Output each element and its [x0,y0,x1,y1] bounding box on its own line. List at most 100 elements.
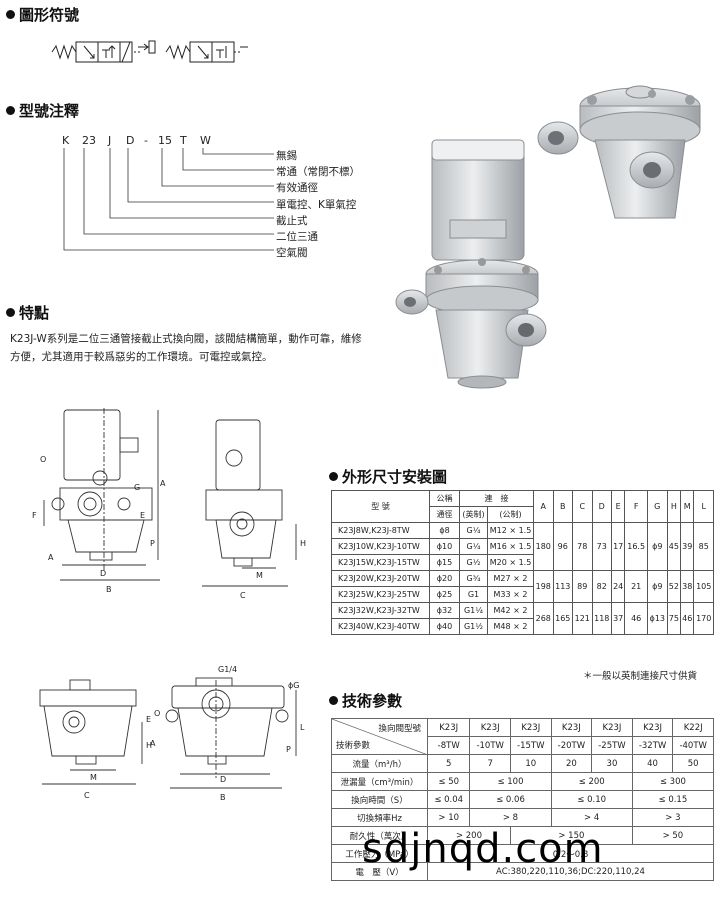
dimension-table: 型 號 公稱 連 接 A B C D E F G H M L 通徑 (英制) (… [331,490,714,635]
tech-model-cell: K23J [509,718,552,737]
dim-cell: 17 [610,522,626,571]
legend-item: 有效通徑 [276,182,318,195]
bullet-icon [6,106,15,115]
tech-cell: 30 [591,754,633,773]
dim-header-model: 型 號 [331,490,430,523]
svg-text:A: A [160,479,166,488]
dim-header-col: E [610,490,626,523]
svg-text:F: F [32,511,37,520]
dim-header-nominal-2: 通徑 [429,506,460,523]
dim-header-col: G [646,490,668,523]
bullet-icon [329,696,338,705]
table-row: 泄漏量（cm³/min） ≤ 50 ≤ 100 ≤ 200 ≤ 300 [331,772,715,791]
tech-cell: > 4 [550,808,633,827]
model-code-part: - [144,134,148,147]
dim-cell: M27 × 2 [487,570,534,587]
tech-model-cell: -32TW [631,736,674,755]
valve-symbol-diagram [51,40,248,63]
svg-text:O: O [40,455,46,464]
tech-model-cell: K23J [550,718,593,737]
dim-cell: ϕ25 [429,586,460,603]
dim-cell: G¹⁄₄ [459,538,488,555]
legend-item: 空氣閥 [276,247,308,260]
dim-cell-model: K23J32W,K23J-32TW [331,602,430,619]
legend-item: 二位三通 [276,231,318,244]
svg-text:B: B [106,585,112,594]
dim-cell: ϕ9 [646,570,668,603]
dim-cell: 21 [624,570,648,603]
dim-cell: 96 [552,522,573,571]
dim-cell: 38 [680,570,695,603]
tech-corner-top: 換向閥型號 [378,724,421,734]
tech-model-cell: -40TW [672,736,714,755]
dim-header-col: B [552,490,573,523]
dim-cell-model: K23J8W,K23J-8TW [331,522,430,539]
table-row: 換向時間（S） ≤ 0.04 ≤ 0.06 ≤ 0.10 ≤ 0.15 [331,790,715,809]
dim-cell: M33 × 2 [487,586,534,603]
dim-cell: ϕ32 [429,602,460,619]
table-row: 電 壓（V） AC:380,220,110,36;DC:220,110,24 [331,862,714,881]
dim-cell: ϕ9 [646,522,668,571]
tech-cell: 40 [631,754,674,773]
tech-model-cell: K23J [426,718,471,737]
dim-cell: ϕ20 [429,570,460,587]
tech-cell: ≤ 50 [426,772,471,791]
dim-cell: 46 [680,602,695,635]
svg-text:G: G [134,483,140,492]
section-title-text: 技術參數 [342,692,403,710]
section-title-install: 外形尺寸安裝圖 [329,466,447,487]
corner-diagonal [332,719,428,755]
dim-cell: 198 [533,570,554,603]
dim-cell: G¹⁄₂ [459,554,488,571]
legend-item: 截止式 [276,214,308,227]
model-code-part: K [62,134,70,147]
tech-cell: > 50 [631,826,715,845]
table-row: K23J8W,K23J-8TW ϕ8 G¹⁄₄ M12 × 1.5 180 96… [331,522,714,571]
dim-cell: M48 × 2 [487,618,534,635]
dim-cell: 39 [680,522,695,571]
svg-text:C: C [84,791,90,800]
model-code-part: 15 [158,134,172,147]
dim-cell: 165 [552,602,573,635]
svg-text:D: D [100,569,106,578]
tech-cell: ≤ 0.06 [469,790,552,809]
dim-header-col: F [624,490,648,523]
section-title-tech: 技術參數 [329,690,402,711]
svg-text:D: D [220,775,226,784]
tech-corner-cell: 換向閥型號 技術參數 [331,718,428,755]
tech-cell: > 10 [426,808,471,827]
tech-model-cell: -10TW [469,736,511,755]
dim-header-metric: (公制) [487,506,534,523]
svg-text:G1/4: G1/4 [218,665,237,674]
table-footnote: ＊一般以英制連接尺寸供貨 [583,671,698,682]
dim-cell: 16.5 [624,522,648,571]
tech-cell: > 8 [469,808,552,827]
dim-cell-model: K23J20W,K23J-20TW [331,570,430,587]
svg-text:E: E [140,511,145,520]
model-code-part: D [126,134,135,147]
dim-cell: 73 [591,522,612,571]
tech-model-cell: -8TW [426,736,471,755]
dim-cell-model: K23J15W,K23J-15TW [331,554,430,571]
tech-model-cell: K23J [631,718,674,737]
dim-cell: ϕ8 [429,522,460,539]
dim-cell: 78 [572,522,593,571]
dimension-drawing-top: AFA OGE PDB HMC [32,408,306,600]
table-row: K23J20W,K23J-20TW ϕ20 G³⁄₄ M27 × 2 198 1… [331,570,714,603]
model-legend-list: 無錫 常通（常閉不標） 有效通徑 單電控、K單氣控 截止式 二位三通 空氣閥 [276,148,360,261]
tech-model-cell: -20TW [550,736,593,755]
dim-header-conn: 連 接 [459,490,534,507]
tech-label: 換向時間（S） [331,790,428,809]
dim-header-col: L [693,490,714,523]
dim-cell: G1 [459,586,488,603]
tech-cell: ≤ 0.04 [426,790,471,809]
svg-text:O: O [154,709,160,718]
tech-label: 流量（m³/h） [331,754,428,773]
section-title-text: 外形尺寸安裝圖 [342,468,448,486]
watermark: sdjnqd.com [362,826,604,872]
dim-cell: 82 [591,570,612,603]
dim-cell: 118 [591,602,612,635]
table-row: K23J15W,K23J-15TW ϕ15 G¹⁄₂ M20 × 1.5 [331,554,714,571]
svg-text:A: A [150,739,156,748]
